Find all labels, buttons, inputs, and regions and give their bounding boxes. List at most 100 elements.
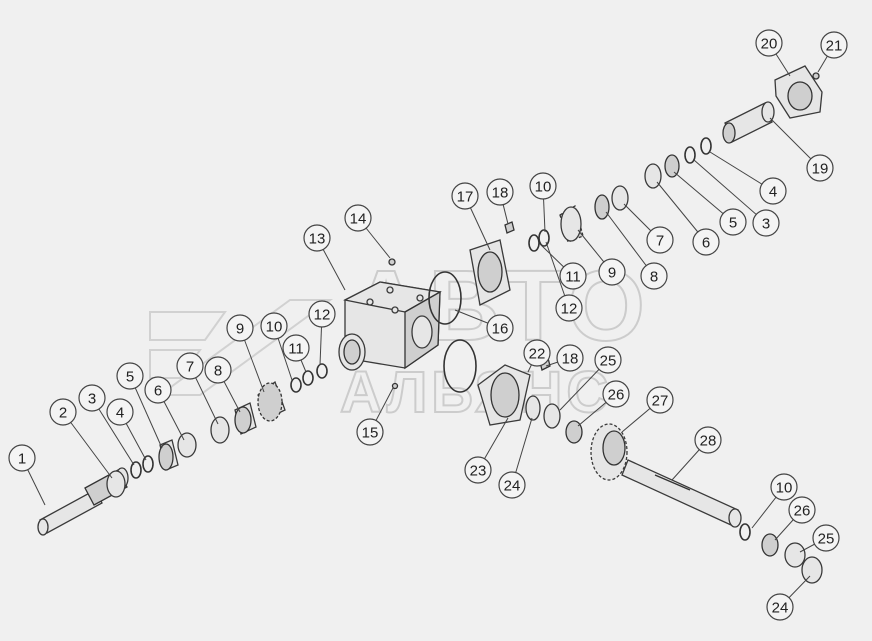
callout-circle bbox=[464, 456, 492, 484]
callout-18: 18 bbox=[486, 178, 514, 206]
callout-10: 10 bbox=[770, 473, 798, 501]
leader-line bbox=[693, 159, 767, 224]
callout-4: 4 bbox=[759, 177, 787, 205]
callout-6: 6 bbox=[692, 228, 720, 256]
part-plug-14 bbox=[388, 258, 396, 266]
part-cup-6 bbox=[177, 432, 197, 458]
callout-label: 18 bbox=[492, 185, 509, 202]
part-ring-3 bbox=[130, 461, 142, 479]
callout-circle bbox=[226, 314, 254, 342]
callout-circle bbox=[806, 154, 834, 182]
part-ring-4b bbox=[700, 137, 712, 155]
part-bearing-26b bbox=[761, 533, 779, 557]
part-bearing-5 bbox=[158, 439, 179, 471]
callout-circle bbox=[486, 314, 514, 342]
callout-label: 19 bbox=[812, 161, 829, 178]
part-cup-25 bbox=[543, 403, 561, 429]
callout-7: 7 bbox=[646, 226, 674, 254]
callout-18: 18 bbox=[556, 344, 584, 372]
callout-28: 28 bbox=[694, 426, 722, 454]
part-bolt-21 bbox=[812, 72, 820, 80]
callout-circle bbox=[640, 262, 668, 290]
callout-label: 9 bbox=[608, 265, 616, 282]
callout-label: 14 bbox=[350, 211, 367, 228]
callout-circle bbox=[260, 312, 288, 340]
callout-circle bbox=[759, 177, 787, 205]
callout-13: 13 bbox=[303, 224, 331, 252]
parts bbox=[37, 65, 823, 584]
callout-3: 3 bbox=[752, 209, 780, 237]
callout-2: 2 bbox=[49, 398, 77, 426]
callout-circle bbox=[116, 362, 144, 390]
callout-17: 17 bbox=[451, 182, 479, 210]
callout-label: 20 bbox=[761, 36, 778, 53]
callout-9: 9 bbox=[226, 314, 254, 342]
part-gear-9 bbox=[257, 380, 286, 422]
part-bearing-5b bbox=[664, 154, 680, 178]
callout-circle bbox=[812, 524, 840, 552]
callout-circle bbox=[770, 473, 798, 501]
callout-9: 9 bbox=[598, 258, 626, 286]
part-shaft-28 bbox=[621, 459, 742, 528]
callout-circle bbox=[694, 426, 722, 454]
callout-circle bbox=[498, 471, 526, 499]
callout-circle bbox=[451, 182, 479, 210]
callout-11: 11 bbox=[559, 262, 587, 290]
callout-11: 11 bbox=[282, 334, 310, 362]
callout-circle bbox=[555, 294, 583, 322]
part-pin-18 bbox=[504, 221, 515, 234]
callout-label: 4 bbox=[769, 184, 777, 201]
callout-label: 13 bbox=[309, 231, 326, 248]
callout-label: 24 bbox=[504, 478, 521, 495]
part-ring-4 bbox=[142, 455, 154, 473]
part-ring-12b bbox=[538, 229, 550, 247]
callout-label: 4 bbox=[116, 405, 124, 422]
callout-circle bbox=[144, 376, 172, 404]
callout-10: 10 bbox=[260, 312, 288, 340]
callout-circle bbox=[176, 352, 204, 380]
callout-8: 8 bbox=[204, 356, 232, 384]
callout-circle bbox=[556, 344, 584, 372]
part-ring-11b bbox=[528, 234, 540, 252]
part-washer-24b bbox=[801, 556, 823, 584]
callout-label: 23 bbox=[470, 463, 487, 480]
callout-label: 25 bbox=[600, 353, 617, 370]
callout-label: 21 bbox=[826, 38, 843, 55]
callout-22: 22 bbox=[523, 339, 551, 367]
callout-circle bbox=[308, 300, 336, 328]
part-gear-27 bbox=[590, 423, 628, 481]
callout-8: 8 bbox=[640, 262, 668, 290]
callout-circle bbox=[529, 172, 557, 200]
leader-line bbox=[62, 411, 113, 479]
callout-circle bbox=[646, 226, 674, 254]
callout-label: 16 bbox=[492, 321, 509, 338]
part-ring-3b bbox=[684, 146, 696, 164]
callout-label: 6 bbox=[154, 383, 162, 400]
callout-label: 25 bbox=[818, 531, 835, 548]
callout-label: 10 bbox=[776, 480, 793, 497]
callout-5: 5 bbox=[116, 362, 144, 390]
part-ring-11 bbox=[302, 370, 314, 386]
callout-circle bbox=[8, 444, 36, 472]
part-plug-15 bbox=[391, 382, 399, 390]
callout-circle bbox=[344, 204, 372, 232]
callout-circle bbox=[204, 356, 232, 384]
part-ring-12 bbox=[316, 363, 328, 379]
callout-label: 11 bbox=[565, 269, 581, 286]
callout-label: 8 bbox=[214, 363, 222, 380]
callout-label: 24 bbox=[772, 600, 789, 617]
part-cup-7b bbox=[611, 185, 629, 211]
callout-circle bbox=[692, 228, 720, 256]
callout-label: 5 bbox=[729, 215, 737, 232]
callout-25: 25 bbox=[594, 346, 622, 374]
callout-label: 7 bbox=[186, 359, 194, 376]
callout-circle bbox=[303, 224, 331, 252]
callout-label: 9 bbox=[236, 321, 244, 338]
callout-label: 22 bbox=[529, 346, 546, 363]
part-gear-9b bbox=[559, 204, 584, 243]
callout-23: 23 bbox=[464, 456, 492, 484]
callout-label: 8 bbox=[650, 269, 658, 286]
callout-label: 3 bbox=[762, 216, 770, 233]
